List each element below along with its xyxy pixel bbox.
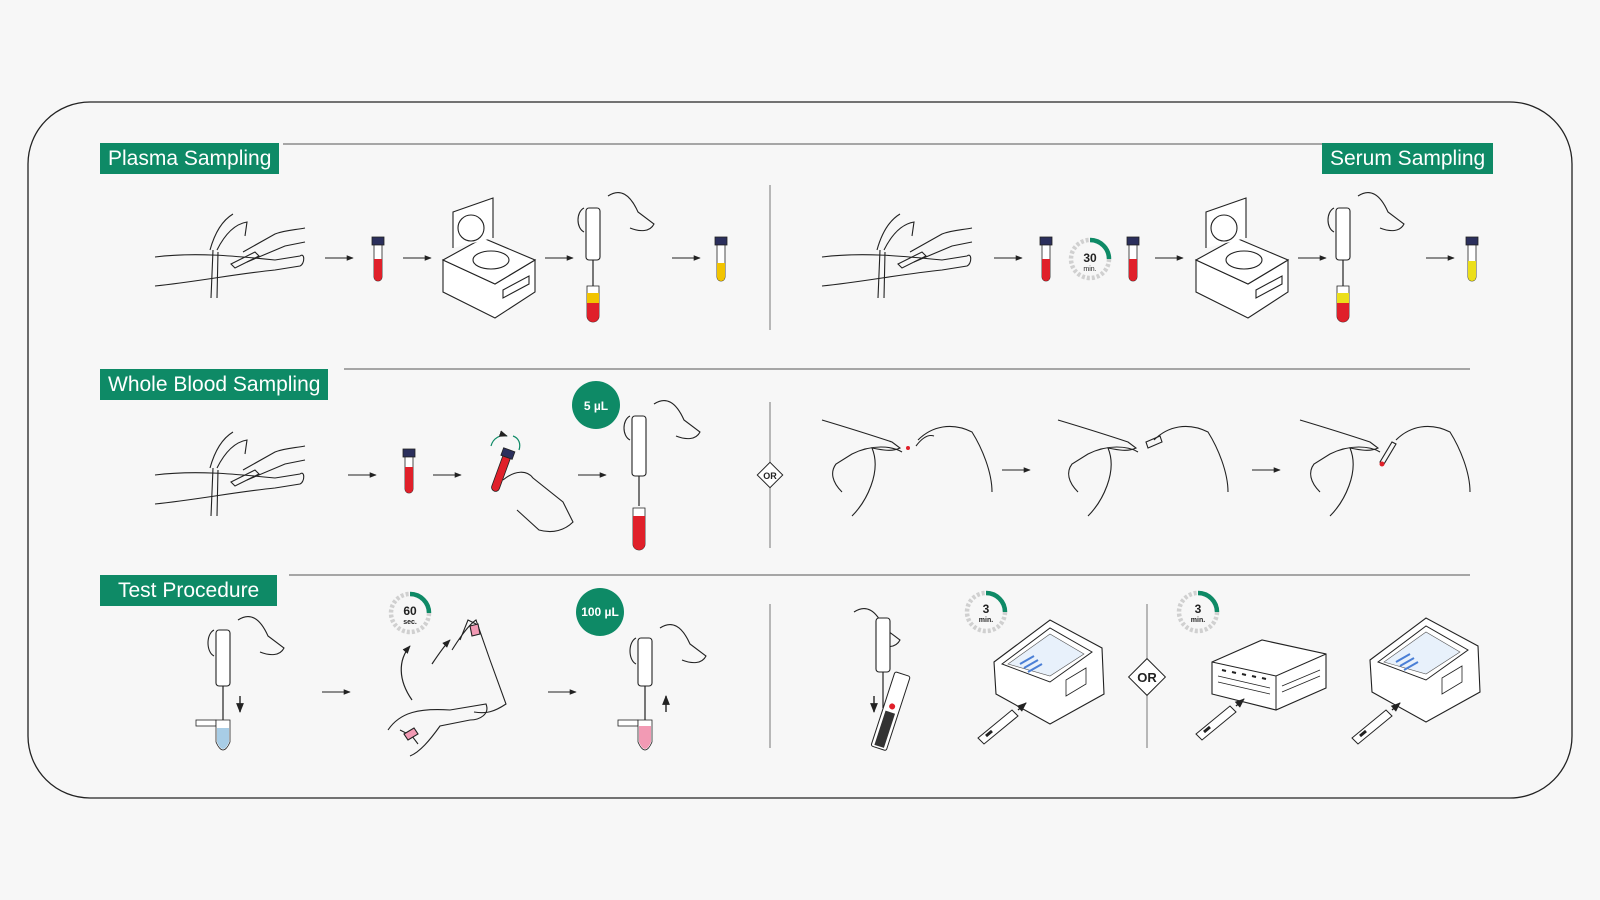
- reader-b-strip-icon: [1195, 698, 1245, 741]
- reader-a-timer-unit: min.: [979, 617, 993, 624]
- test-volume-value: 100 µL: [581, 605, 619, 619]
- serum-venipuncture-arm-icon: [821, 213, 973, 299]
- invert-tube-hand-icon: [490, 430, 574, 533]
- test-pipette-buffer-icon: [195, 616, 285, 751]
- whole-blood-pipette-tube-icon: [623, 400, 701, 551]
- plasma-venipuncture-arm-icon: [154, 213, 306, 299]
- mix-timer-icon: 60 sec.: [388, 591, 432, 635]
- serum-output-tube-icon: [1465, 236, 1479, 282]
- whole-blood-or-badge: OR: [756, 461, 784, 489]
- reader-a-strip-icon: [977, 702, 1027, 745]
- whole-blood-or-text: OR: [763, 471, 777, 481]
- reader-b-timer-unit: min.: [1191, 617, 1205, 624]
- serum-wait-timer-unit: min.: [1083, 266, 1096, 273]
- plasma-centrifuge-icon: [441, 197, 537, 319]
- serum-centrifuge-icon: [1194, 197, 1290, 319]
- plasma-sampling-label: Plasma Sampling: [100, 143, 280, 174]
- serum-pipette-tube-icon: [1327, 192, 1405, 323]
- plasma-pipette-tube-icon: [577, 192, 655, 323]
- touchscreen-reader-icon-b: [1369, 617, 1481, 723]
- serum-wait-timer-value: 30: [1083, 251, 1097, 265]
- multichannel-analyzer-icon: [1211, 639, 1327, 711]
- reader-b-timer-icon: 3 min.: [1176, 590, 1220, 634]
- test-pipette-mixed-icon: [617, 624, 707, 751]
- reader-or-badge: OR: [1127, 657, 1167, 697]
- reader-a-timer-value: 3: [983, 602, 990, 616]
- serum-clotted-tube-icon: [1126, 236, 1140, 282]
- touchscreen-reader-icon-a: [993, 619, 1105, 725]
- fingerstick-hands-icon-3: [1299, 419, 1471, 517]
- test-volume-badge: 100 µL: [576, 588, 624, 636]
- plasma-blood-tube-icon: [371, 236, 385, 282]
- mix-timer-value: 60: [403, 604, 417, 618]
- serum-blood-tube-icon: [1039, 236, 1053, 282]
- serum-wait-timer-icon: 30 min.: [1068, 237, 1112, 281]
- invert-mix-hands-icon: [387, 619, 507, 757]
- reader-c-strip-icon: [1351, 702, 1401, 745]
- whole-blood-sampling-label: Whole Blood Sampling: [100, 369, 329, 400]
- whole-blood-volume-value: 5 µL: [584, 399, 608, 413]
- mix-timer-unit: sec.: [403, 619, 417, 626]
- reader-a-timer-icon: 3 min.: [964, 590, 1008, 634]
- whole-blood-venipuncture-arm-icon: [154, 431, 306, 517]
- test-procedure-label: Test Procedure: [100, 575, 278, 606]
- cartridge-loading-icon: [853, 608, 911, 751]
- whole-blood-volume-badge: 5 µL: [572, 381, 620, 429]
- plasma-output-tube-icon: [714, 236, 728, 282]
- fingerstick-hands-icon-1: [821, 419, 993, 517]
- reader-or-text: OR: [1137, 670, 1157, 685]
- fingerstick-hands-icon-2: [1057, 419, 1229, 517]
- serum-sampling-label: Serum Sampling: [1322, 143, 1494, 174]
- whole-blood-tube-icon: [402, 448, 416, 494]
- outer-frame: [27, 101, 1573, 799]
- reader-b-timer-value: 3: [1195, 602, 1202, 616]
